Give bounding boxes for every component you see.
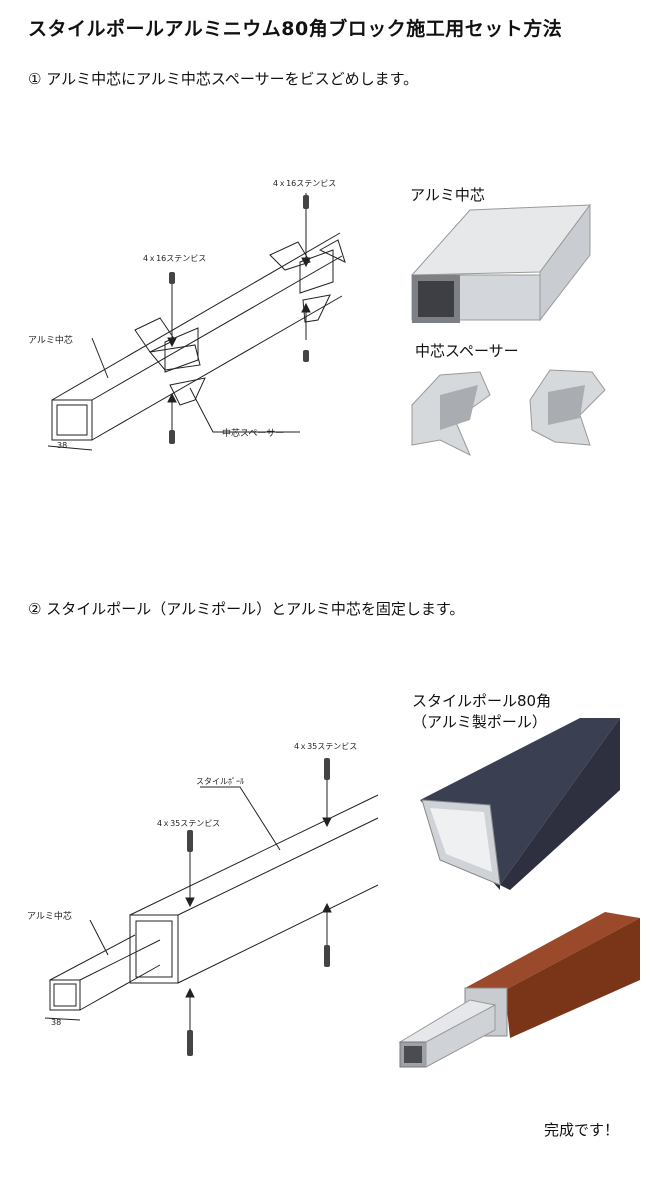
- dark-pole-photo: [420, 718, 620, 890]
- page-title: スタイルポールアルミニウム80角ブロック施工用セット方法: [28, 18, 563, 40]
- step2-pole-label: スタイルﾎﾟｰﾙ: [196, 777, 244, 786]
- step2-screw-label-mid: 4ｘ35ステンビス: [157, 819, 221, 828]
- step2-dimension: 38: [51, 1018, 62, 1027]
- done-text: 完成です！: [544, 1121, 620, 1139]
- step1-text: ① アルミ中芯にアルミ中芯スペーサーをビスどめします。: [28, 70, 419, 88]
- spacer-photo-left: [411, 371, 491, 457]
- step1-dimension: 38: [57, 441, 68, 450]
- step2-screw-label-top: 4ｘ35ステンビス: [294, 742, 358, 751]
- step1-screw-label-top: 4ｘ16ステンビス: [273, 179, 337, 188]
- photo-pole-label-1: スタイルポール80角: [412, 692, 552, 710]
- step2-core-label: アルミ中芯: [27, 912, 72, 922]
- step1-screw-label-mid: 4ｘ16ステンビス: [143, 254, 207, 263]
- step2-text: ② スタイルポール（アルミポール）とアルミ中芯を固定します。: [28, 600, 465, 618]
- photo-core-label: アルミ中芯: [410, 186, 485, 204]
- spacer-photo-right: [529, 369, 606, 446]
- step1-core-label: アルミ中芯: [28, 336, 73, 346]
- photo-spacer-label: 中芯スペーサー: [415, 342, 519, 360]
- step1-spacer-label: 中芯スペーサー: [222, 429, 285, 439]
- step1-diagram: [47, 193, 606, 457]
- wood-pole-photo: [398, 912, 640, 1068]
- photo-pole-label-2: （アルミ製ポール）: [412, 713, 547, 731]
- aluminium-core-photo: [410, 203, 592, 323]
